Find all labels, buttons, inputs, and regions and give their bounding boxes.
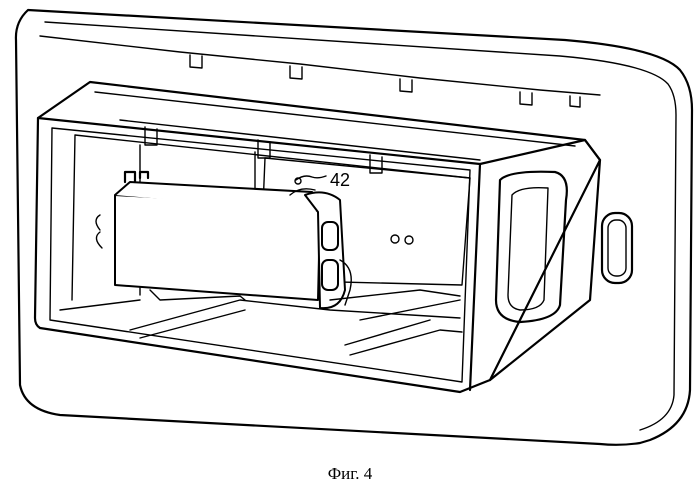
connector-port-lower — [322, 260, 338, 290]
reference-numeral-42: 42 — [330, 170, 350, 190]
rim-tabs — [190, 55, 580, 107]
battery-terminal — [125, 172, 148, 182]
figure-caption: Фиг. 4 — [0, 464, 700, 484]
side-window-inner — [508, 188, 548, 310]
floor-rails — [60, 290, 462, 355]
hole-left — [391, 235, 399, 243]
side-slot — [602, 213, 632, 283]
battery-clip-left — [96, 215, 102, 248]
connector-port-upper — [322, 222, 338, 250]
side-slot-inner — [608, 220, 626, 276]
hole-right — [405, 236, 413, 244]
battery-block — [115, 195, 320, 300]
